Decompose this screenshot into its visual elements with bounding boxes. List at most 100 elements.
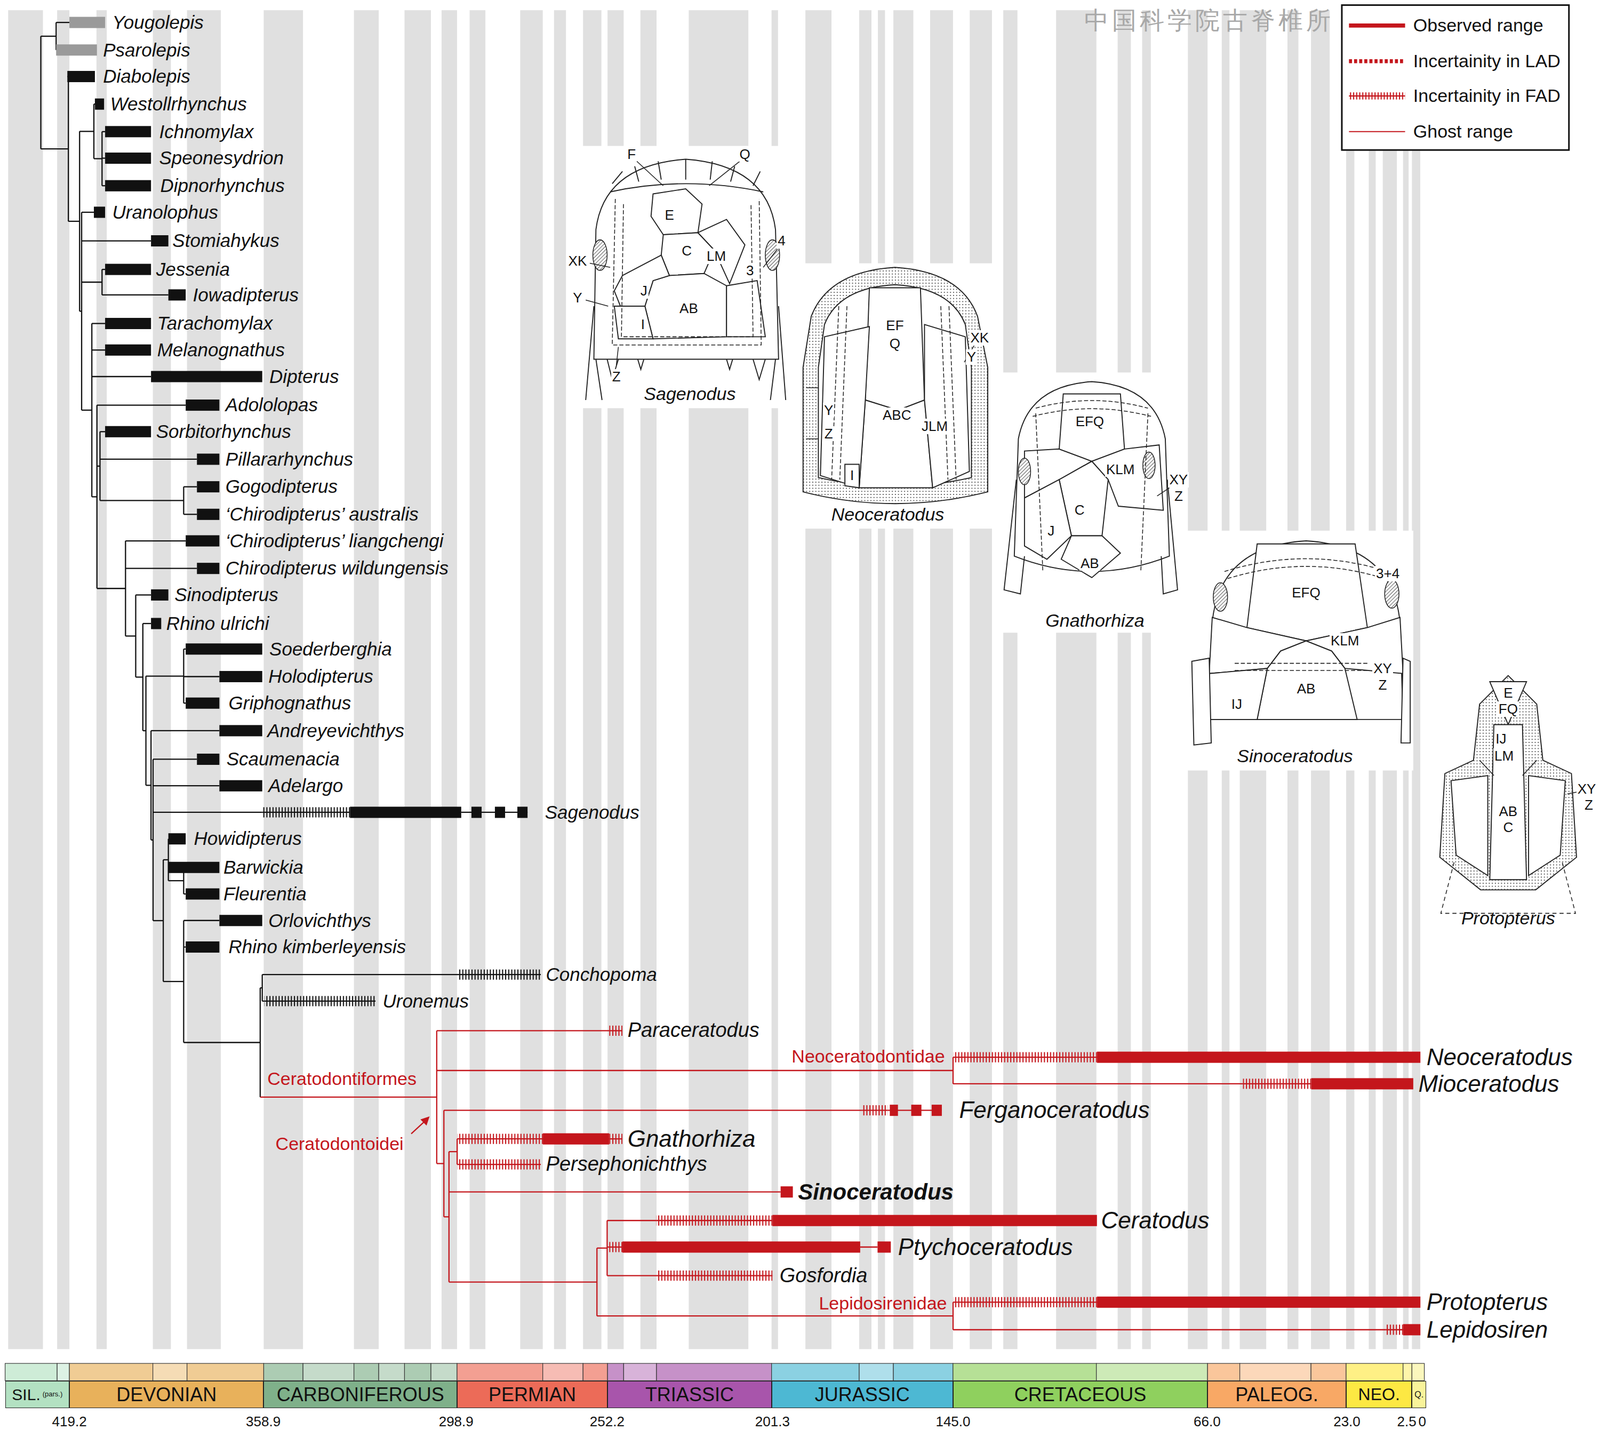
uncertainty-range (457, 1133, 543, 1144)
epoch-cell (378, 1363, 405, 1381)
period-band: TRIASSIC (607, 1380, 772, 1409)
epoch-cell (1403, 1363, 1413, 1381)
tree-branch (153, 785, 220, 787)
legend-text: Observed range (1413, 15, 1544, 36)
tree-branch (100, 499, 184, 501)
observed-range (105, 180, 151, 192)
jaw-plate (1004, 479, 1178, 594)
figure-panel (994, 372, 1182, 633)
skull-bone (726, 280, 766, 337)
stage-stripe (469, 10, 486, 1349)
tree-branch (153, 758, 197, 760)
bone-label: C (680, 243, 693, 259)
tree-branch (146, 675, 184, 677)
tree-branch (91, 349, 106, 351)
epoch-cell (1240, 1363, 1312, 1381)
epoch-cell (656, 1363, 772, 1381)
tree-branch (259, 987, 261, 1098)
tree-branch (142, 622, 151, 624)
tree-branch (596, 1247, 607, 1249)
skull-bone (698, 219, 746, 284)
clade-name: Lepidosirenidae (818, 1293, 947, 1314)
observed-range (517, 806, 528, 818)
epoch-cell (953, 1363, 1097, 1381)
observed-range (185, 643, 262, 655)
tree-branch (81, 240, 151, 242)
epoch-cell (1411, 1363, 1424, 1381)
stage-stripes (8, 10, 1421, 1349)
orbit-hatch (1018, 458, 1031, 485)
tree-branch (91, 496, 98, 498)
epoch-cell (1346, 1363, 1404, 1381)
taxon-name: Soederberghia (269, 638, 392, 660)
tree-branch (91, 322, 106, 324)
missing-outline (1441, 862, 1576, 914)
observed-range (931, 1104, 942, 1116)
skull-bone (1209, 668, 1268, 720)
taxon-name: Melanognathus (157, 339, 285, 361)
taxon-name: Andreyevichthys (267, 720, 405, 742)
observed-range (622, 1241, 861, 1253)
observed-range (94, 98, 104, 110)
uncertainty-range (862, 1105, 888, 1116)
uncertainty-range (609, 1133, 623, 1144)
skull-bone (1257, 641, 1358, 720)
taxon-name: Westollrhynchus (110, 93, 247, 115)
taxon-name: Gosfordia (779, 1264, 868, 1287)
orbit-hatch (1142, 452, 1156, 479)
bone-label: Y (822, 402, 835, 419)
period-name: CARBONIFEROUS (276, 1384, 445, 1406)
skull-bone (844, 464, 860, 488)
taxon-name: Sagenodus (545, 802, 640, 823)
epoch-cell (582, 1363, 608, 1381)
epoch-cell (153, 1363, 188, 1381)
tree-branch (81, 281, 102, 283)
skull-bone (865, 288, 925, 411)
tree-branch (93, 104, 95, 159)
tree-branch (150, 730, 220, 732)
skull-bone (1489, 724, 1527, 880)
leader-line (805, 345, 975, 439)
age-number: 419.2 (52, 1413, 87, 1430)
age-number: 298.9 (438, 1413, 474, 1430)
bone-label: Q (888, 336, 902, 352)
tree-branch (606, 1219, 656, 1221)
epoch-cell (771, 1363, 860, 1381)
observed-range (542, 1133, 610, 1145)
tree-branch (448, 1151, 450, 1282)
tree-branch (606, 1246, 610, 1248)
stage-stripe (441, 10, 458, 1349)
tree-branch (125, 540, 186, 542)
epoch-cell (57, 1363, 70, 1381)
skull-bone (651, 188, 703, 235)
uncertainty-range (457, 1158, 541, 1170)
tree-branch (183, 702, 186, 704)
taxon-name: Ceratodus (1100, 1207, 1210, 1234)
taxon-name: Sinodipterus (174, 584, 279, 606)
observed-range (471, 806, 482, 818)
leader-line (585, 161, 778, 366)
epoch-strip (5, 1363, 1425, 1381)
stage-stripe (404, 10, 431, 1349)
taxon-name: Mioceratodus (1418, 1070, 1559, 1097)
bone-label: Z (823, 426, 835, 442)
taxon-name: Orlovichthys (268, 910, 372, 932)
bone-label: XK (969, 330, 990, 346)
observed-range (1097, 1051, 1421, 1063)
tree-branch (261, 974, 263, 1002)
stage-stripe (893, 10, 914, 1349)
epoch-cell (430, 1363, 458, 1381)
tree-branch (436, 1029, 610, 1031)
tree-branch (100, 430, 106, 432)
age-number: 23.0 (1333, 1413, 1361, 1430)
sensory-canal (1224, 558, 1388, 671)
tree-branch (153, 920, 164, 922)
legend-text: Incertainity in LAD (1413, 51, 1561, 71)
period-name: DEVONIAN (116, 1384, 217, 1406)
taxon-name: Chirodipterus wildungensis (225, 557, 449, 579)
tree-branch (152, 758, 154, 921)
bone-label: AB (1296, 681, 1317, 697)
period-name: PALEOG. (1235, 1384, 1318, 1406)
figure-caption: Neoceratodus (831, 504, 945, 525)
taxon-name: Ptychoceratodus (898, 1234, 1074, 1260)
